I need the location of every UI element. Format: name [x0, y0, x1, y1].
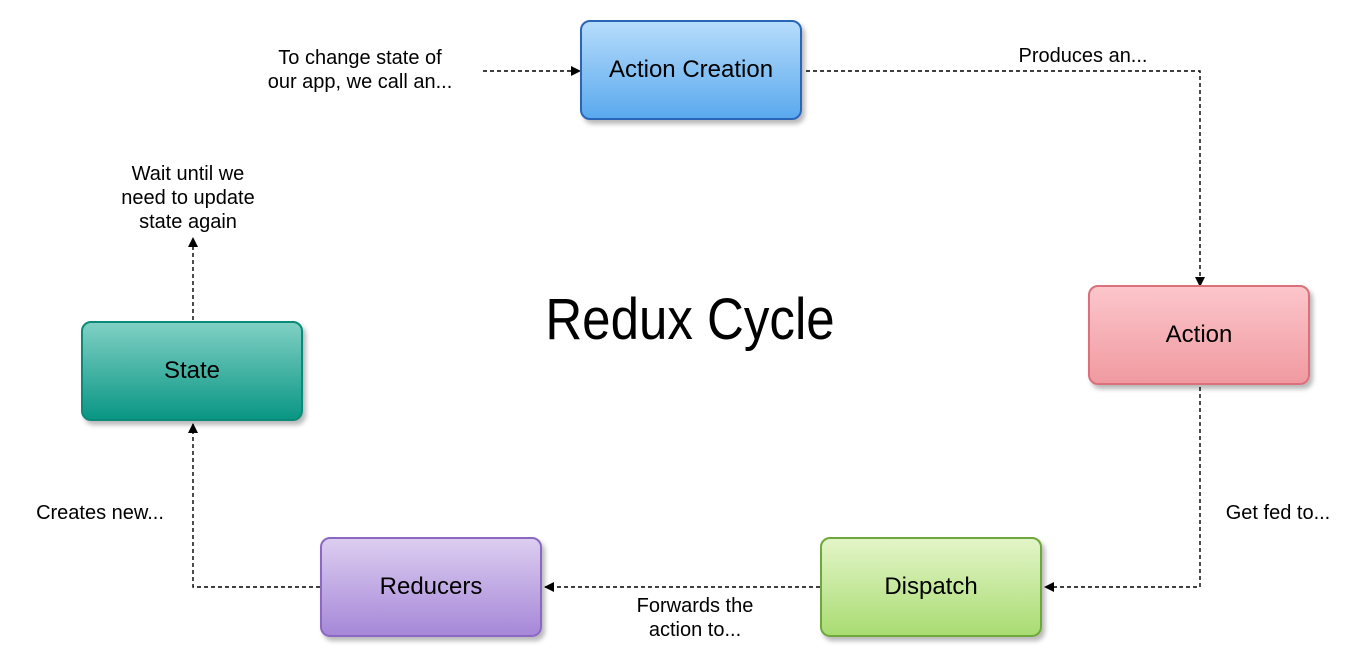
- label-wait-until: Wait until we need to update state again: [121, 163, 255, 233]
- dispatch-label: Dispatch: [884, 573, 978, 600]
- action-creation-label: Action Creation: [608, 56, 774, 83]
- state-label: State: [163, 357, 221, 384]
- action-label: Action: [1165, 321, 1233, 348]
- action-creation-node: Action Creation: [580, 20, 802, 120]
- dispatch-node: Dispatch: [820, 537, 1042, 637]
- label-get-fed: Get fed to...: [1225, 502, 1331, 524]
- reducers-node: Reducers: [320, 537, 542, 637]
- action-node: Action: [1088, 285, 1310, 385]
- arrow-reducers-to-state: [188, 423, 320, 588]
- arrow-action-creation-to-action: [806, 70, 1205, 287]
- state-node: State: [81, 321, 303, 421]
- arrow-action-to-dispatch: [1044, 387, 1201, 592]
- reducers-label: Reducers: [379, 573, 483, 600]
- diagram-title: Redux Cycle: [545, 287, 835, 352]
- label-creates-new: Creates new...: [36, 502, 164, 524]
- label-produces: Produces an...: [1018, 45, 1148, 67]
- label-to-change-state: To change state of our app, we call an..…: [267, 47, 453, 93]
- label-forwards: Forwards the action to...: [636, 595, 754, 641]
